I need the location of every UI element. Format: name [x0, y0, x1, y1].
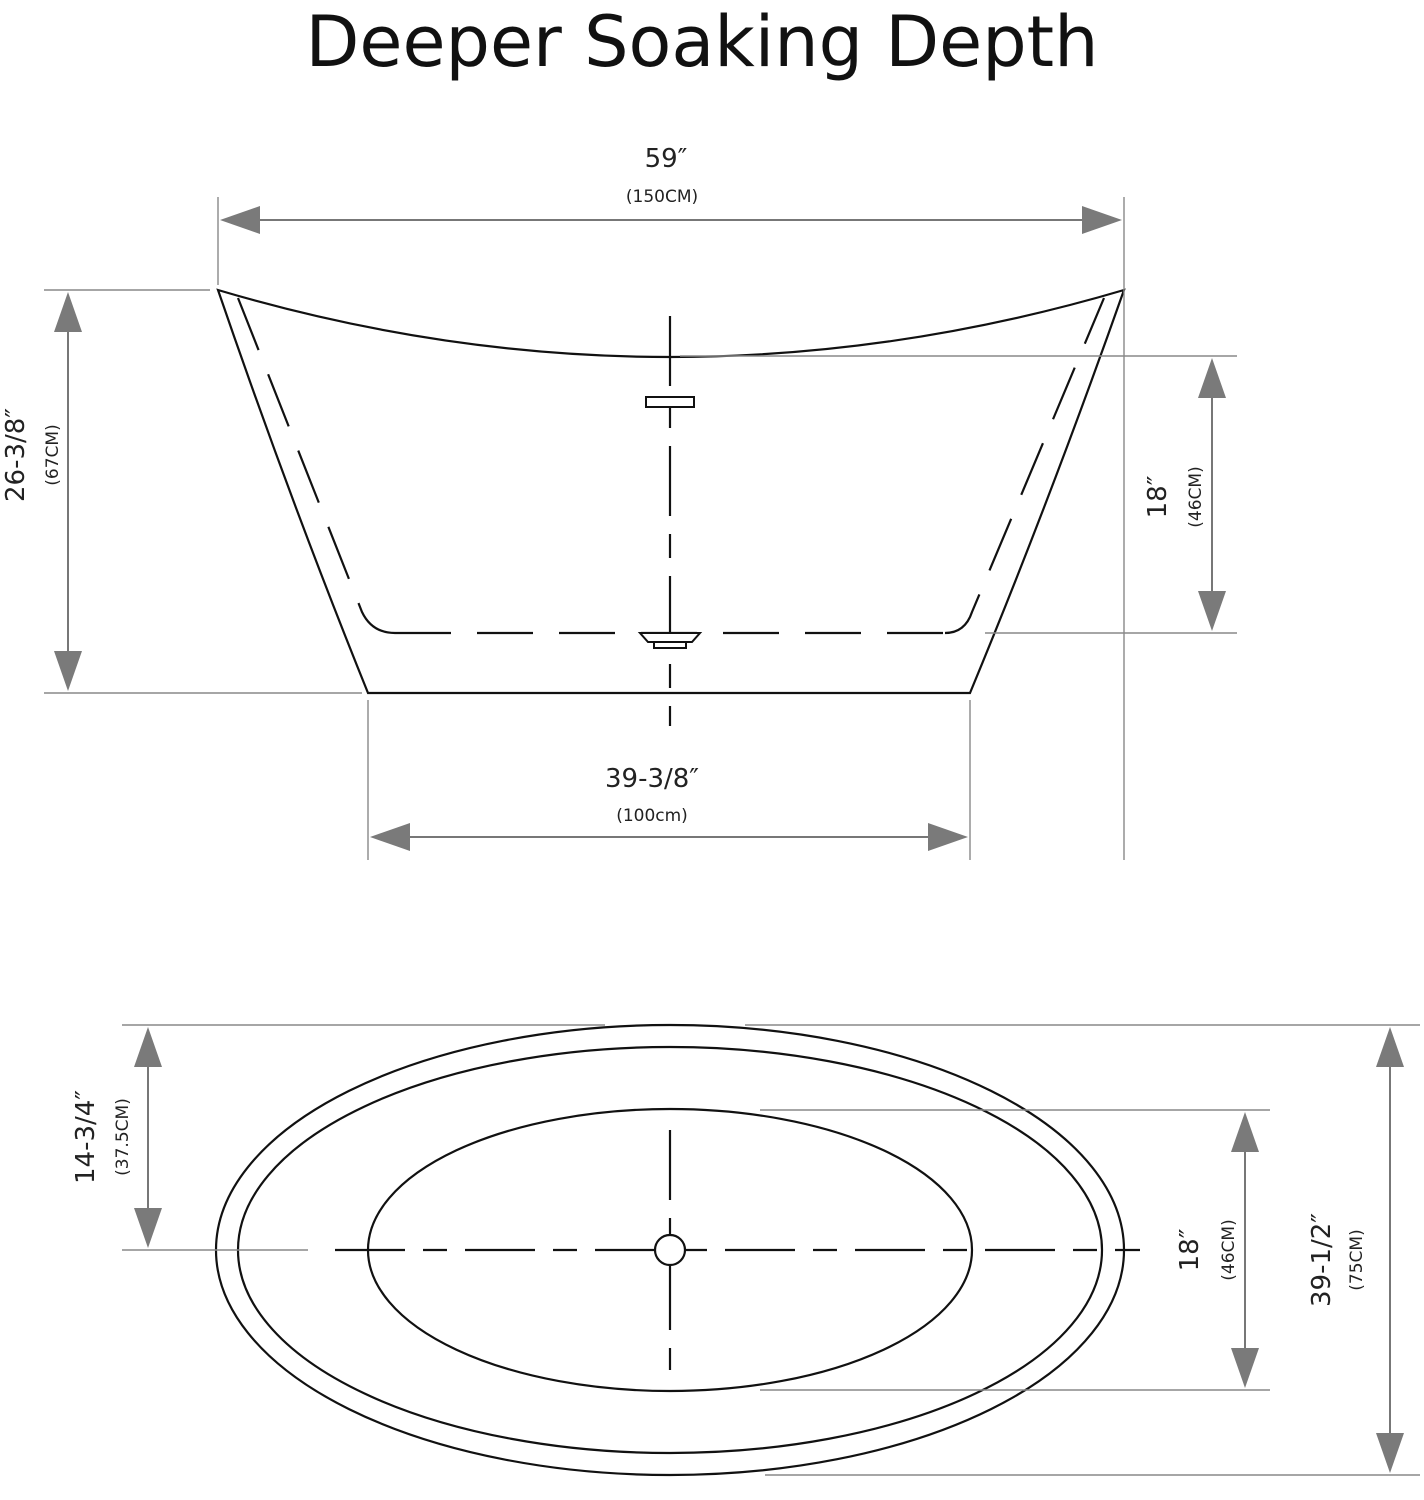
side-view: 59″ (150CM) 26-3/8″ (67CM) 18″ (46CM) 39…	[1, 144, 1237, 860]
drain-icon	[637, 632, 703, 649]
tub-interior-left-wall	[236, 297, 396, 635]
base-metric-label: (100cm)	[616, 806, 688, 826]
drain-icon-top	[653, 1233, 687, 1267]
arrowhead	[1376, 1027, 1404, 1067]
overall-width-imperial-label: 39-1/2″	[1307, 1213, 1337, 1307]
diagram-title: Deeper Soaking Depth	[306, 1, 1099, 83]
arrowhead	[134, 1027, 162, 1067]
arrowhead	[1198, 358, 1226, 398]
arrowhead	[928, 823, 968, 851]
overall-width-metric-label: (75CM)	[1347, 1229, 1367, 1290]
height-metric-label: (67CM)	[43, 424, 63, 485]
arrowhead	[134, 1208, 162, 1248]
interior-width-metric-label: (46CM)	[1219, 1219, 1239, 1280]
arrowhead	[1231, 1112, 1259, 1152]
interior-width-imperial-label: 18″	[1175, 1228, 1205, 1271]
tub-outline-side	[216, 288, 1126, 695]
arrowhead	[1082, 206, 1122, 234]
arrowhead	[370, 823, 410, 851]
arrowhead	[1198, 591, 1226, 631]
depth-metric-label: (46CM)	[1186, 466, 1206, 527]
arrowhead	[1376, 1433, 1404, 1473]
arrowhead	[54, 651, 82, 691]
height-imperial-label: 26-3/8″	[1, 408, 31, 502]
base-imperial-label: 39-3/8″	[605, 764, 699, 794]
depth-imperial-label: 18″	[1143, 475, 1173, 518]
top-view: 14-3/4″ (37.5CM) 18″ (46CM) 39-1/2″ (75C…	[71, 1023, 1420, 1477]
drain-offset-metric-label: (37.5CM)	[113, 1098, 133, 1176]
length-metric-label: (150CM)	[626, 187, 698, 207]
tub-interior-right-wall	[944, 297, 1106, 635]
overflow-icon	[645, 396, 695, 408]
arrowhead	[54, 292, 82, 332]
arrowhead	[1231, 1348, 1259, 1388]
drain-offset-imperial-label: 14-3/4″	[71, 1090, 101, 1184]
arrowhead	[220, 206, 260, 234]
length-imperial-label: 59″	[645, 144, 688, 174]
